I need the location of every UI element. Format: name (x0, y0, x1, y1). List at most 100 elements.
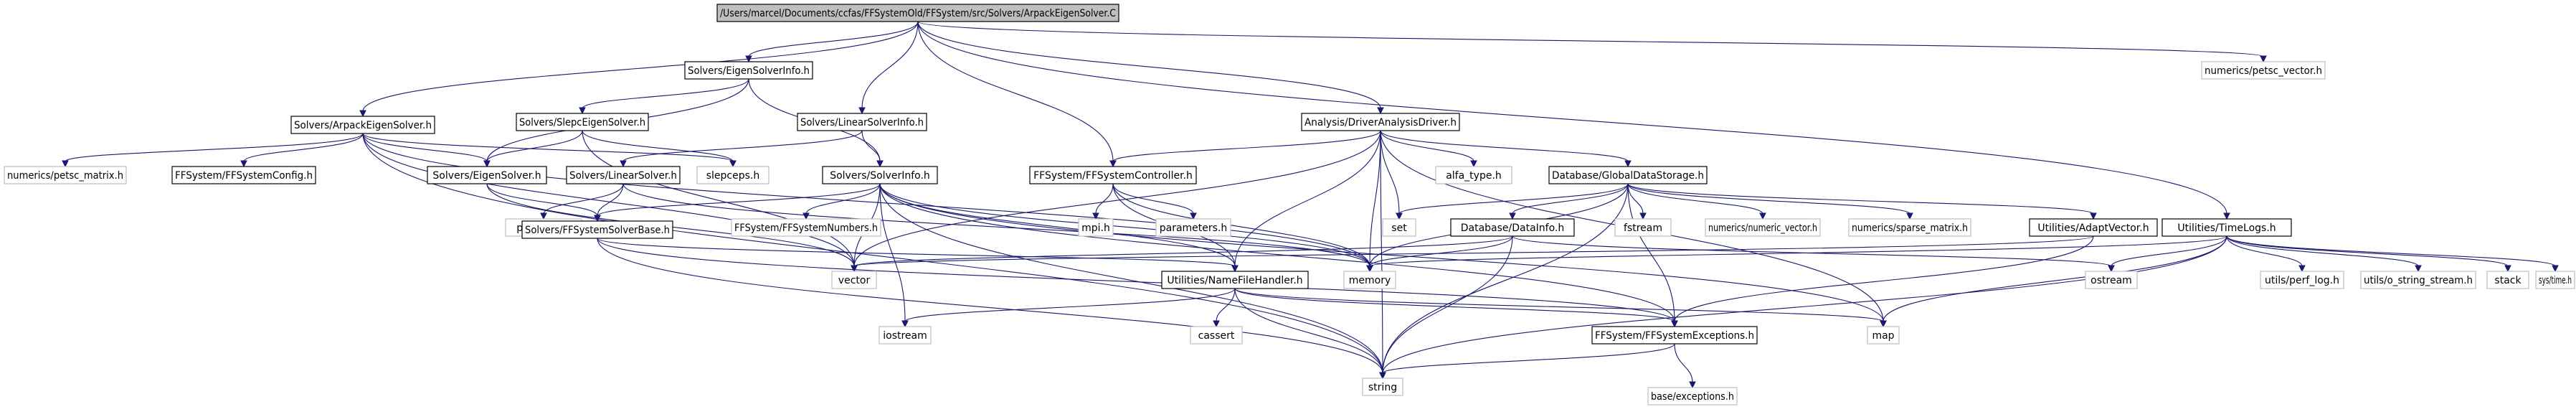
node-box-linInfo (797, 113, 927, 131)
node-label-systime: sys/time.h (2539, 275, 2572, 286)
node-solverInfo[interactable]: Solvers/SolverInfo.h (822, 166, 938, 184)
node-box-controller (1029, 166, 1197, 184)
node-label-mpi: mpi.h (1081, 222, 1110, 234)
node-box-parameters (1155, 218, 1231, 237)
node-label-linInfo: Solvers/LinearSolverInfo.h (800, 117, 924, 128)
node-box-cassert (1190, 326, 1243, 345)
node-nameFile[interactable]: Utilities/NameFileHandler.h (1161, 271, 1309, 289)
edge-adaptVector-to-vector (851, 235, 2094, 273)
nodes-layer: /Users/marcel/Documents/ccfas/FFSystemOl… (4, 4, 2575, 406)
node-numVector: numerics/numeric_vector.h (1705, 218, 1821, 237)
node-box-baseExceptions (1647, 387, 1738, 406)
node-label-linSolverH: Solvers/LinearSolver.h (569, 170, 677, 182)
edge-nameFile-to-map (1234, 288, 1887, 328)
edge-slepcH-to-slepceps (582, 130, 737, 168)
node-box-set (1382, 218, 1416, 237)
edge-nameFile-to-string (1234, 288, 1386, 380)
node-box-slepceps (696, 166, 770, 184)
node-linInfo[interactable]: Solvers/LinearSolverInfo.h (797, 113, 927, 131)
edge-root-to-petscVector (917, 21, 2267, 63)
node-label-globalStorage: Database/GlobalDataStorage.h (1552, 170, 1704, 182)
node-eigenInfo[interactable]: Solvers/EigenSolverInfo.h (684, 61, 813, 80)
edge-timeLogs-to-map (1880, 235, 2227, 328)
node-label-baseExceptions: base/exceptions.h (1651, 391, 1734, 403)
node-box-fstream (1614, 218, 1672, 237)
edge-timeLogs-to-stack (2226, 235, 2511, 273)
edge-linSolverH-to-petscksp (540, 183, 624, 220)
node-root[interactable]: /Users/marcel/Documents/ccfas/FFSystemOl… (716, 4, 1119, 22)
node-label-nameFile: Utilities/NameFileHandler.h (1167, 275, 1302, 286)
node-label-stringStream: utils/o_string_stream.h (2364, 275, 2473, 286)
node-box-map (1867, 326, 1900, 345)
node-label-solverBase: Solvers/FFSystemSolverBase.h (525, 225, 670, 236)
node-label-vector: vector (838, 275, 871, 286)
node-label-eigenInfo: Solvers/EigenSolverInfo.h (688, 65, 810, 77)
node-label-controller: FFSystem/FFSystemController.h (1033, 170, 1193, 182)
node-label-arpackH: Solvers/ArpackEigenSolver.h (294, 120, 432, 131)
edge-linInfo-to-solverInfo (861, 130, 884, 168)
node-solverBase[interactable]: Solvers/FFSystemSolverBase.h (521, 220, 673, 239)
node-perfLog: utils/perf_log.h (2260, 271, 2344, 289)
node-exceptionsH[interactable]: FFSystem/FFSystemExceptions.h (1591, 326, 1758, 345)
node-linSolverH[interactable]: Solvers/LinearSolver.h (566, 166, 681, 184)
edge-controller-to-mpi (1092, 183, 1114, 220)
edge-controller-to-memory (1112, 183, 1373, 273)
node-box-numbers (731, 218, 881, 237)
edge-controller-to-parameters (1112, 183, 1197, 220)
node-box-dataInfo (1450, 218, 1575, 237)
node-arpackH[interactable]: Solvers/ArpackEigenSolver.h (290, 116, 435, 134)
node-set: set (1382, 218, 1416, 237)
node-ostream: ostream (2085, 271, 2138, 289)
edge-root-to-arpackH (359, 21, 919, 118)
edge-solverInfo-to-iostream (879, 183, 909, 328)
node-box-eigenInfo (684, 61, 813, 80)
node-mpi: mpi.h (1078, 218, 1114, 237)
edge-analysisDriver-to-memory (1366, 130, 1381, 273)
node-box-petscVector (2201, 61, 2326, 80)
edge-arpackH-to-petscMatrix (62, 133, 364, 168)
edge-analysisDriver-to-globalStorage (1380, 130, 1632, 168)
edge-globalStorage-to-sparseMatrix (1627, 183, 1913, 220)
node-controller[interactable]: FFSystem/FFSystemController.h (1029, 166, 1197, 184)
node-box-petscMatrix (4, 166, 127, 184)
node-config[interactable]: FFSystem/FFSystemConfig.h (171, 166, 316, 184)
node-label-perfLog: utils/perf_log.h (2265, 275, 2339, 286)
node-label-string: string (1368, 382, 1397, 393)
edge-analysisDriver-to-controller (1109, 130, 1381, 168)
node-label-set: set (1391, 222, 1407, 234)
edge-arpackH-to-config (240, 133, 364, 168)
edge-nameFile-to-cassert (1213, 288, 1236, 328)
node-globalStorage[interactable]: Database/GlobalDataStorage.h (1548, 166, 1708, 184)
edge-solverBase-to-exceptionsH (597, 238, 1678, 328)
node-label-root: /Users/marcel/Documents/ccfas/FFSystemOl… (720, 8, 1116, 19)
node-fstream: fstream (1614, 218, 1672, 237)
edge-solverInfo-to-solverBase (594, 183, 881, 222)
node-string: string (1362, 378, 1403, 396)
node-box-perfLog (2260, 271, 2344, 289)
node-box-solverBase (521, 220, 673, 239)
edge-root-to-eigenInfo (745, 21, 919, 63)
node-slepcH[interactable]: Solvers/SlepcEigenSolver.h (516, 113, 649, 131)
node-label-numbers: FFSystem/FFSystemNumbers.h (734, 222, 878, 234)
node-box-ostream (2085, 271, 2138, 289)
node-label-sparseMatrix: numerics/sparse_matrix.h (1852, 222, 1968, 234)
node-label-solverInfo: Solvers/SolverInfo.h (830, 170, 930, 182)
node-adaptVector[interactable]: Utilities/AdaptVector.h (2029, 218, 2158, 237)
edge-globalStorage-to-numVector (1627, 183, 1766, 220)
node-timeLogs[interactable]: Utilities/TimeLogs.h (2161, 218, 2292, 237)
edges-layer (62, 21, 2559, 389)
node-slepceps: slepceps.h (696, 166, 770, 184)
node-dataInfo[interactable]: Database/DataInfo.h (1450, 218, 1575, 237)
edge-solverInfo-to-memory (879, 183, 1373, 273)
node-label-adaptVector: Utilities/AdaptVector.h (2037, 222, 2149, 234)
node-eigenSolverH[interactable]: Solvers/EigenSolver.h (427, 166, 547, 184)
edge-dataInfo-to-ostream (1512, 235, 2115, 273)
node-analysisDriver[interactable]: Analysis/DriverAnalysisDriver.h (1301, 113, 1460, 131)
node-label-petscVector: numerics/petsc_vector.h (2205, 65, 2322, 77)
node-label-slepceps: slepceps.h (706, 170, 760, 182)
edge-root-to-linInfo (858, 21, 919, 115)
node-box-stack (2486, 271, 2529, 289)
node-box-mpi (1078, 218, 1114, 237)
edge-root-to-timeLogs (917, 21, 2230, 220)
